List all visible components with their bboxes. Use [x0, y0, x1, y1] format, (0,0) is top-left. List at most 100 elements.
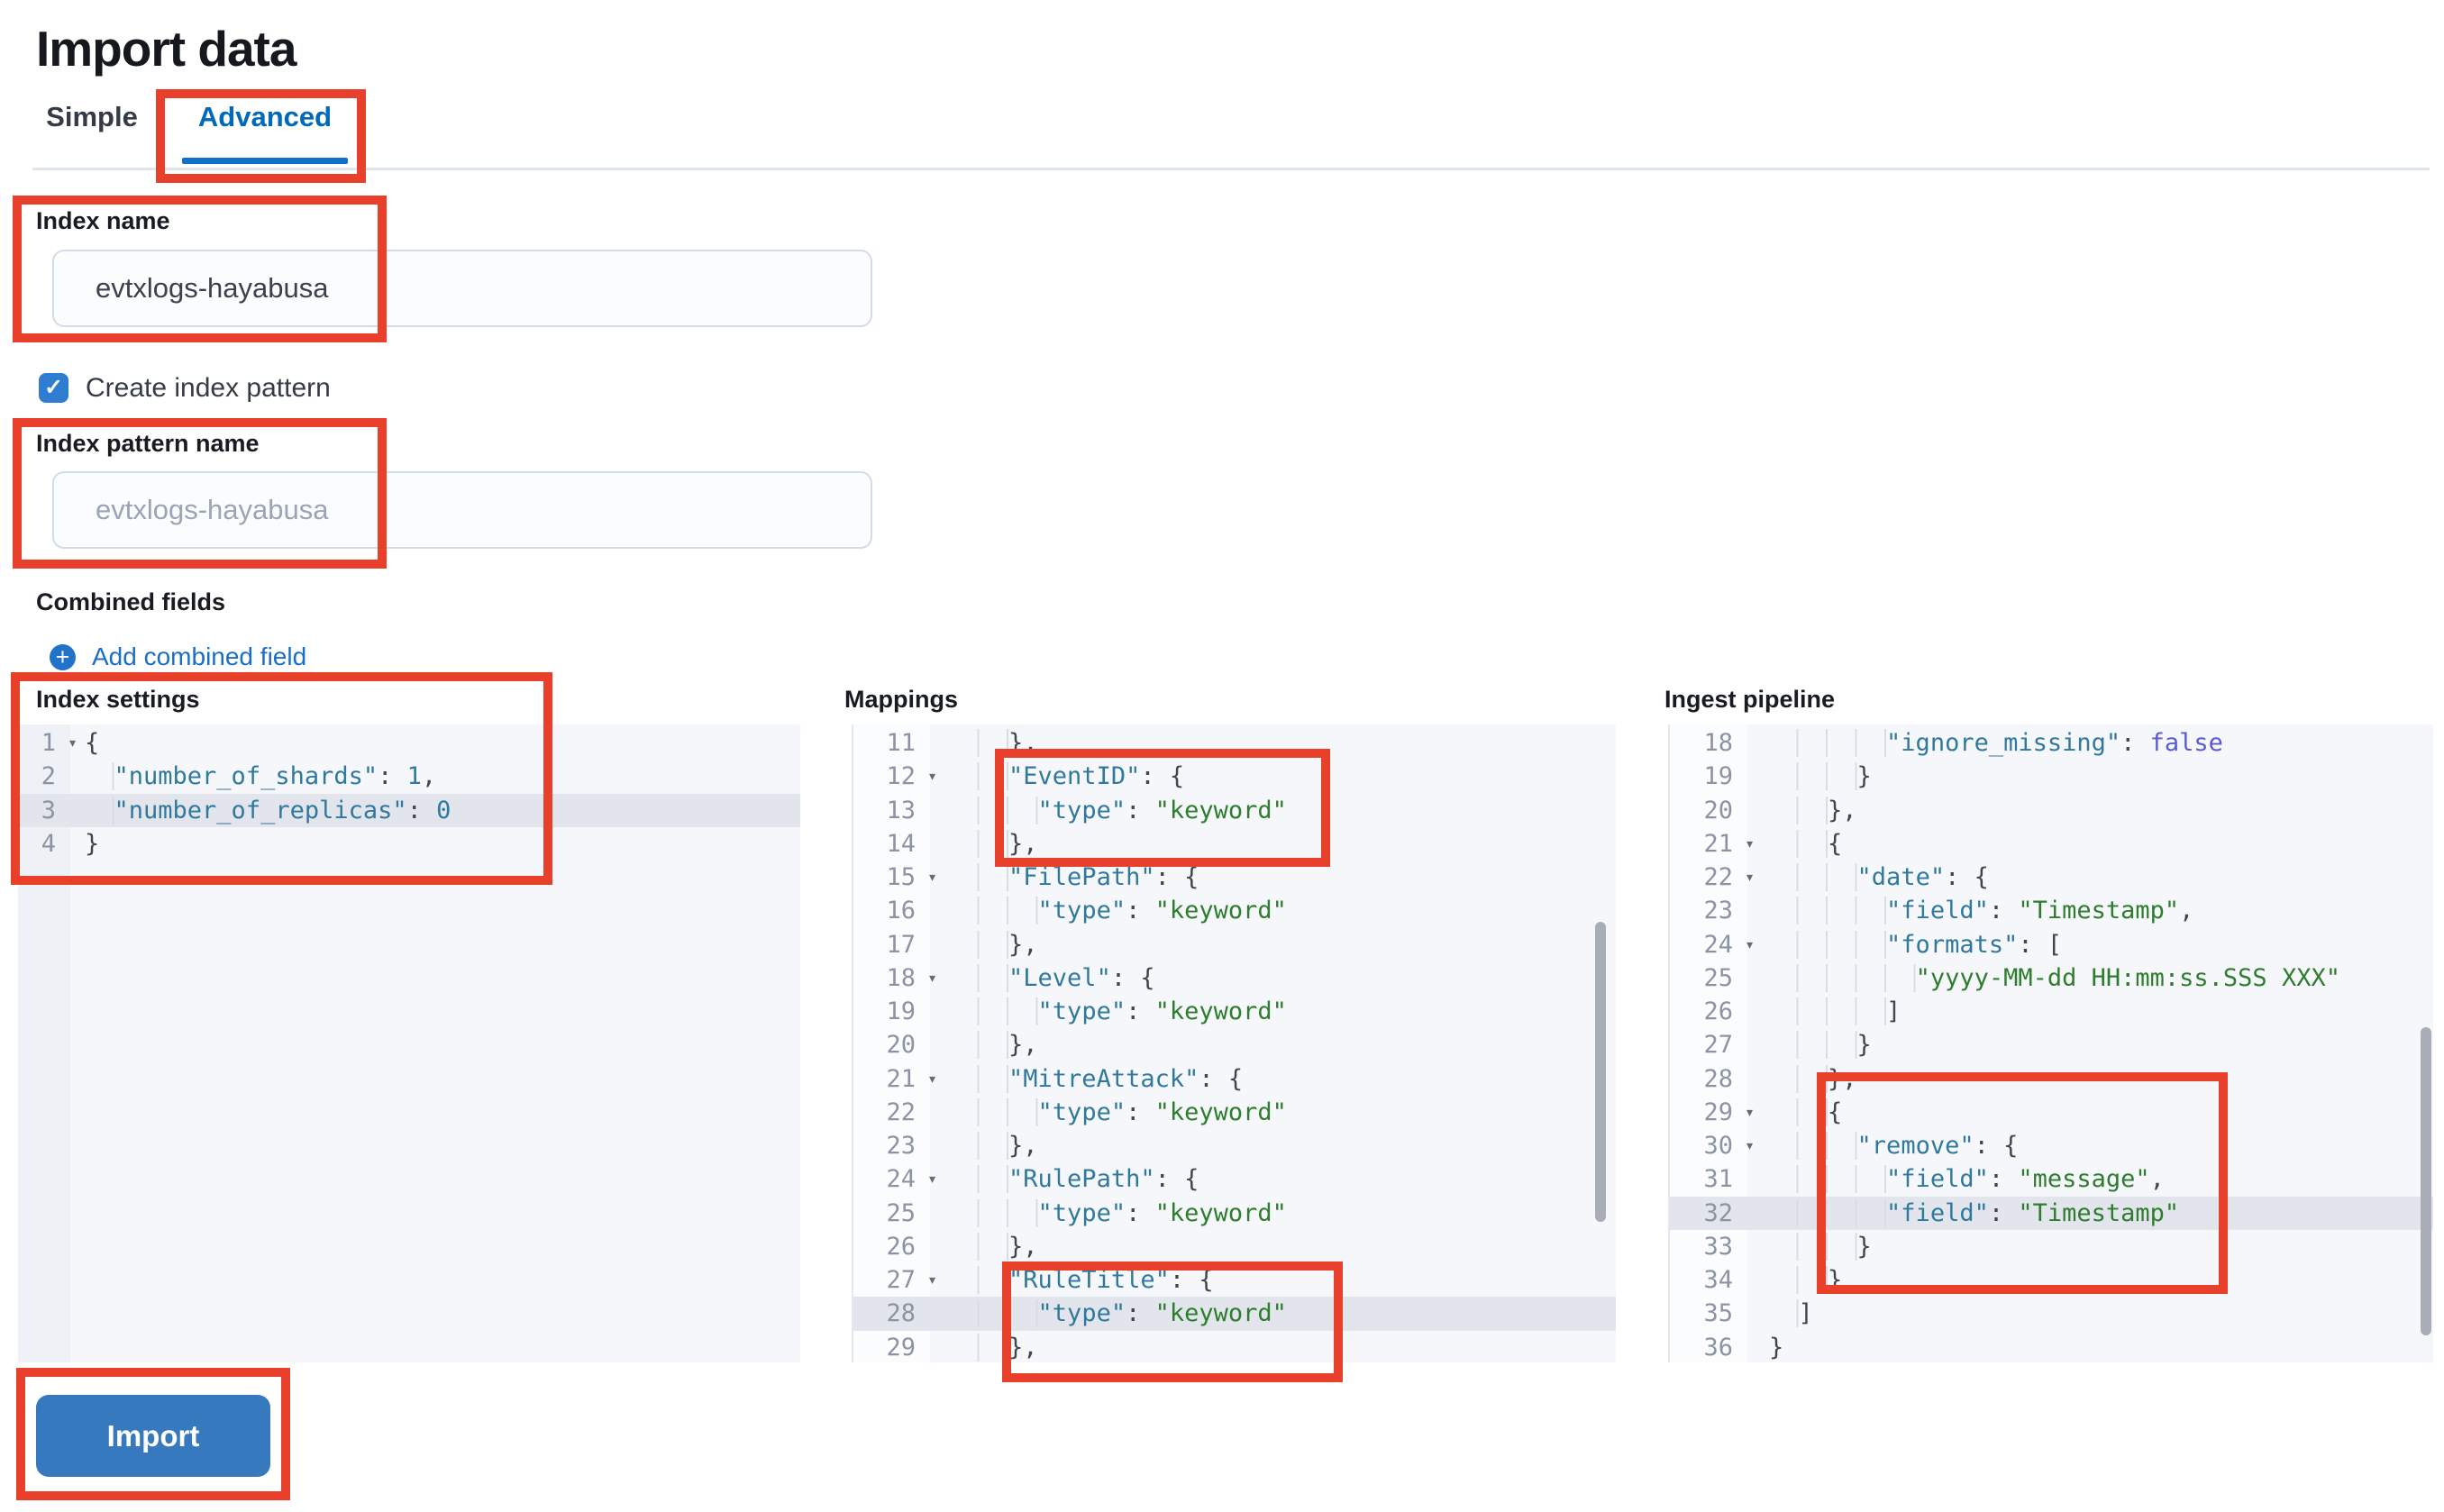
- line-number: 2: [41, 762, 56, 791]
- index-name-label: Index name: [36, 207, 170, 234]
- fold-arrow-icon[interactable]: ▾: [927, 1271, 937, 1289]
- code-line: 24▾ "RulePath": {: [853, 1162, 1616, 1196]
- create-index-pattern-label[interactable]: Create index pattern: [86, 373, 331, 403]
- code-text: },: [930, 1331, 1616, 1363]
- tab-advanced-underline: [182, 158, 348, 164]
- mappings-label: Mappings: [844, 686, 958, 713]
- code-line: 28 },: [1670, 1062, 2433, 1096]
- code-text: "EventID": {: [930, 760, 1616, 793]
- line-number: 27▾: [853, 1263, 937, 1297]
- fold-arrow-icon[interactable]: ▾: [1745, 934, 1755, 954]
- code-line: 20 },: [1670, 794, 2433, 827]
- fold-arrow-icon[interactable]: ▾: [1745, 833, 1755, 853]
- code-text: },: [930, 928, 1616, 961]
- code-text: ]: [1747, 1297, 2433, 1330]
- code-line: 29 },: [853, 1331, 1616, 1363]
- code-text: "RuleTitle": {: [930, 1263, 1616, 1297]
- combined-fields-label: Combined fields: [36, 588, 226, 615]
- fold-arrow-icon[interactable]: ▾: [927, 1170, 937, 1189]
- tab-advanced[interactable]: Advanced: [197, 101, 333, 132]
- code-text: "type": "keyword": [930, 894, 1616, 927]
- line-number: 12▾: [853, 760, 937, 793]
- line-number: 31: [1703, 1165, 1733, 1194]
- line-number: 29: [886, 1333, 916, 1362]
- line-number: 26: [886, 1232, 916, 1261]
- ingest-pipeline-scrollbar[interactable]: [2421, 1027, 2431, 1335]
- code-text: }: [85, 829, 100, 858]
- line-number: 30▾: [1670, 1129, 1755, 1162]
- line-number: 17: [886, 930, 916, 959]
- plus-circle-icon[interactable]: +: [50, 644, 76, 670]
- fold-arrow-icon[interactable]: ▾: [927, 1069, 937, 1088]
- code-line: 27▾ "RuleTitle": {: [853, 1263, 1616, 1297]
- index-pattern-name-input[interactable]: [52, 471, 872, 549]
- code-line: 26 ]: [1670, 995, 2433, 1028]
- code-line: 23 },: [853, 1129, 1616, 1162]
- line-number: 26: [1703, 997, 1733, 1025]
- code-line: 36}: [1670, 1331, 2433, 1363]
- line-number: 15▾: [853, 861, 937, 894]
- fold-arrow-icon[interactable]: ▾: [1745, 868, 1755, 887]
- line-number: 21▾: [1670, 827, 1755, 861]
- import-button[interactable]: Import: [36, 1395, 270, 1477]
- fold-arrow-icon[interactable]: ▾: [927, 868, 937, 887]
- line-number: 21▾: [853, 1062, 937, 1096]
- line-number: 22▾: [1670, 861, 1755, 894]
- code-text: }: [1747, 1263, 2433, 1297]
- code-line: 1▾{: [18, 726, 800, 760]
- line-number: 13: [886, 796, 916, 824]
- code-line: 11 },: [853, 726, 1616, 760]
- fold-arrow-icon[interactable]: ▾: [1745, 1102, 1755, 1122]
- code-text: "FilePath": {: [930, 861, 1616, 894]
- mappings-editor[interactable]: 11 },12▾ "EventID": {13 "type": "keyword…: [852, 724, 1616, 1362]
- line-number: 20: [1703, 796, 1733, 824]
- fold-arrow-icon[interactable]: ▾: [927, 968, 937, 988]
- code-text: }: [1769, 1333, 1784, 1362]
- line-number: 18: [1703, 729, 1733, 757]
- line-number: 18▾: [853, 961, 937, 995]
- code-text: "ignore_missing": false: [1747, 726, 2433, 760]
- code-text: "yyyy-MM-dd HH:mm:ss.SSS XXX": [1747, 961, 2433, 995]
- code-text: }: [1747, 760, 2433, 793]
- tab-simple[interactable]: Simple: [46, 101, 138, 132]
- create-index-pattern-checkbox[interactable]: ✓: [39, 373, 68, 403]
- line-number: 25: [886, 1198, 916, 1227]
- code-line: 34 }: [1670, 1263, 2433, 1297]
- code-text: },: [930, 1230, 1616, 1263]
- code-text: "type": "keyword": [930, 1096, 1616, 1129]
- code-line: 19 }: [1670, 760, 2433, 793]
- code-text: "field": "message",: [1747, 1162, 2433, 1196]
- code-line: 16 "type": "keyword": [853, 894, 1616, 927]
- code-line: 22 "type": "keyword": [853, 1096, 1616, 1129]
- code-line: 29▾ {: [1670, 1096, 2433, 1129]
- line-number: 25: [1703, 963, 1733, 992]
- index-settings-editor[interactable]: 1▾{2 "number_of_shards": 1,3 "number_of_…: [18, 724, 800, 1362]
- mappings-scrollbar[interactable]: [1595, 922, 1606, 1222]
- line-number: 32: [1703, 1198, 1733, 1227]
- code-text: "MitreAttack": {: [930, 1062, 1616, 1096]
- code-text: },: [930, 726, 1616, 760]
- line-number: 27: [1703, 1031, 1733, 1060]
- fold-arrow-icon[interactable]: ▾: [927, 767, 937, 787]
- index-name-input[interactable]: [52, 250, 872, 327]
- code-line: 25 "type": "keyword": [853, 1197, 1616, 1230]
- code-line: 23 "field": "Timestamp",: [1670, 894, 2433, 927]
- line-number: 11: [886, 729, 916, 757]
- code-text: {: [1747, 827, 2433, 861]
- fold-arrow-icon[interactable]: ▾: [1745, 1136, 1755, 1155]
- line-number: 22: [886, 1098, 916, 1126]
- add-combined-field-link[interactable]: Add combined field: [92, 642, 307, 670]
- code-line: 30▾ "remove": {: [1670, 1129, 2433, 1162]
- fold-arrow-icon[interactable]: ▾: [68, 733, 78, 752]
- line-number: 23: [1703, 897, 1733, 925]
- code-text: }: [1747, 1230, 2433, 1263]
- code-text: },: [930, 1028, 1616, 1061]
- code-text: "field": "Timestamp",: [1747, 894, 2433, 927]
- code-line: 25 "yyyy-MM-dd HH:mm:ss.SSS XXX": [1670, 961, 2433, 995]
- line-number: 3: [41, 796, 56, 824]
- code-line: 13 "type": "keyword": [853, 794, 1616, 827]
- code-text: "type": "keyword": [930, 1197, 1616, 1230]
- tabs-divider: [32, 168, 2430, 170]
